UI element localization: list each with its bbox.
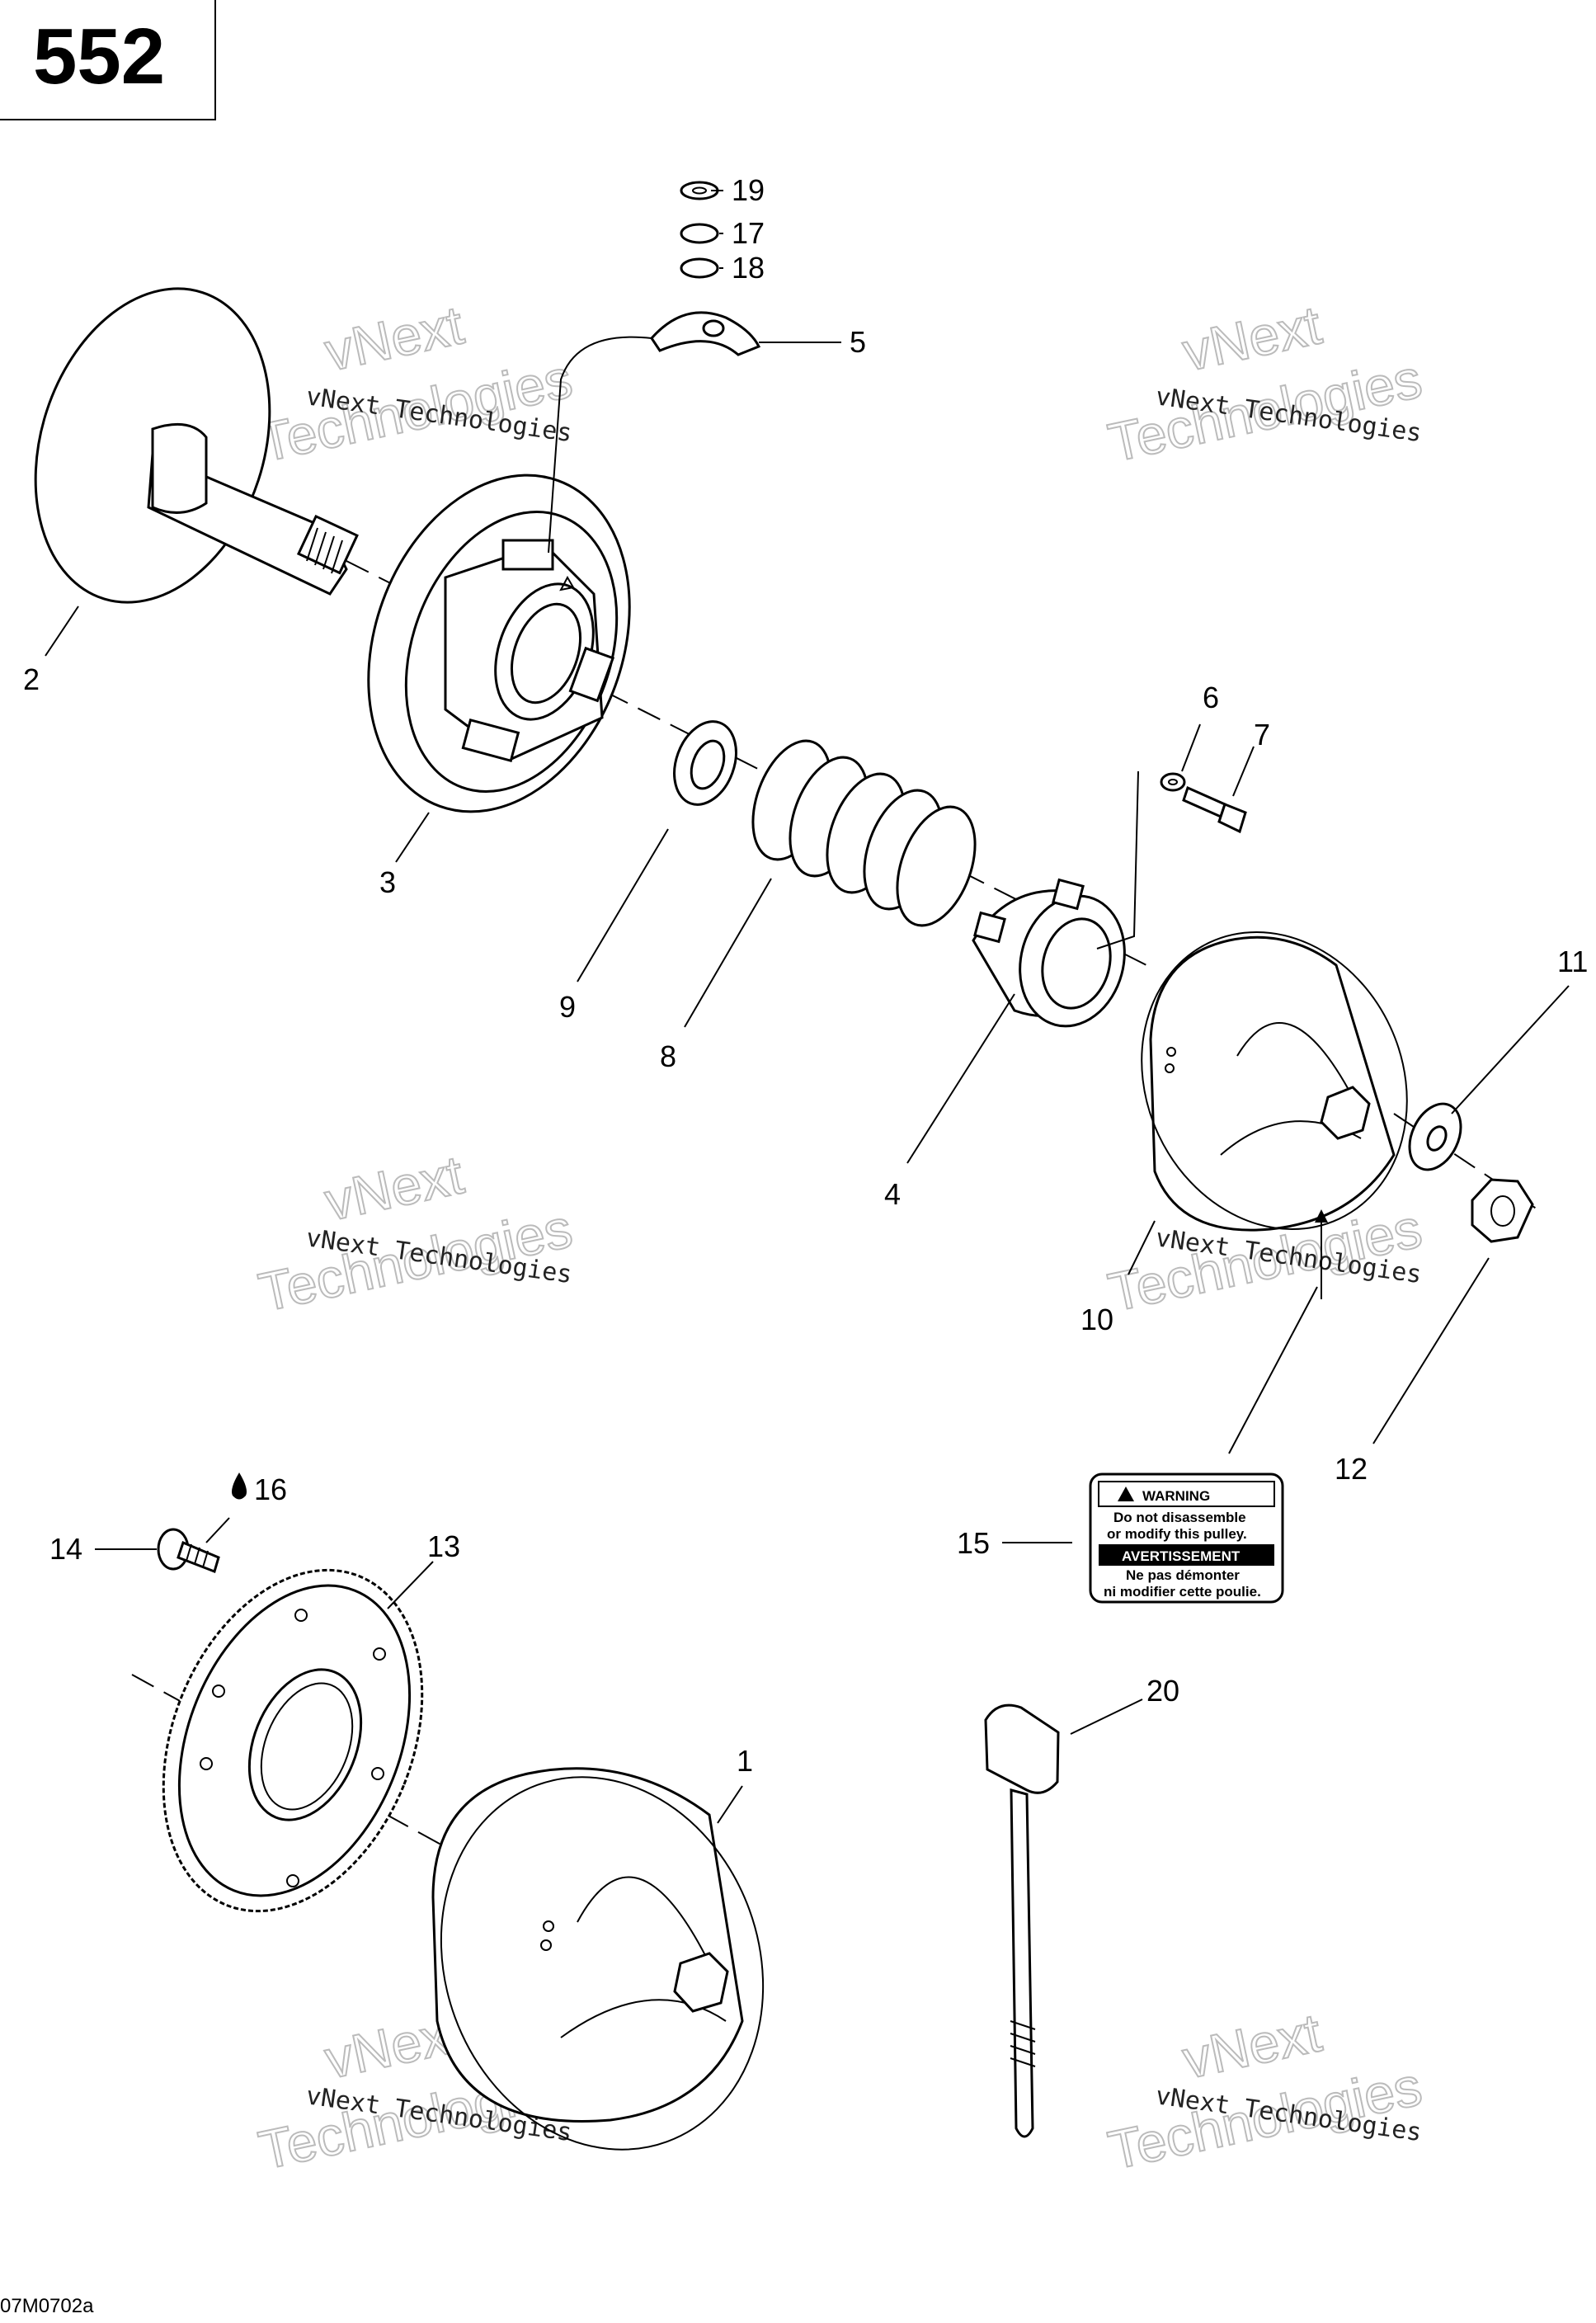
callout-6: 6 — [1203, 681, 1219, 714]
part-15-warning-label: WARNING Do not disassemble or modify thi… — [1089, 1472, 1284, 1604]
callout-16: 16 — [254, 1472, 287, 1506]
callout-9: 9 — [559, 990, 576, 1024]
svg-text:or modify this pulley.: or modify this pulley. — [1107, 1526, 1247, 1542]
watermark-bottom-right: vNext Technologies vNext Technologies — [1103, 2000, 1428, 2181]
svg-text:Do not disassemble: Do not disassemble — [1113, 1510, 1246, 1525]
callout-3: 3 — [379, 865, 396, 899]
callout-7: 7 — [1254, 718, 1270, 752]
callout-8: 8 — [660, 1039, 676, 1073]
callout-20: 20 — [1146, 1674, 1179, 1708]
watermark-top-right: vNext Technologies vNext Technologies — [1103, 293, 1428, 474]
part-18-disc — [680, 257, 719, 279]
part-20-bolt — [984, 1703, 1060, 2138]
callout-5: 5 — [850, 325, 866, 359]
callout-18: 18 — [732, 251, 765, 285]
callout-19: 19 — [732, 173, 765, 207]
callout-12: 12 — [1335, 1452, 1368, 1486]
page-number-box: 552 — [0, 0, 216, 120]
callout-1: 1 — [737, 1744, 753, 1778]
part-6-washer — [1160, 772, 1186, 792]
part-4-spider — [972, 878, 1126, 1028]
callout-17: 17 — [732, 216, 765, 250]
part-10-sheave-cover — [1141, 931, 1408, 1232]
page-number: 552 — [33, 12, 166, 101]
svg-text:ni modifier cette poulie.: ni modifier cette poulie. — [1104, 1584, 1261, 1600]
part-11-washer — [1408, 1102, 1462, 1171]
drop-icon — [232, 1472, 247, 1500]
callout-15: 15 — [957, 1526, 990, 1560]
callout-10: 10 — [1080, 1303, 1113, 1336]
part-3-movable-sheave — [367, 474, 631, 813]
callout-13: 13 — [427, 1529, 460, 1563]
svg-text:vNext: vNext — [320, 1143, 468, 1232]
watermark-top-left: vNext Technologies vNext Technologies — [253, 293, 578, 474]
avertissement-heading: AVERTISSEMENT — [1122, 1548, 1241, 1564]
part-1-sheave — [431, 1767, 765, 2151]
drawing-reference-code: 07M0702a — [0, 2295, 94, 2317]
leader-lines — [45, 190, 1570, 1824]
callout-14: 14 — [49, 1532, 82, 1566]
svg-text:vNext: vNext — [1178, 294, 1326, 382]
part-12-nut — [1471, 1178, 1534, 1243]
warning-heading: WARNING — [1142, 1488, 1210, 1504]
part-13-ring-gear — [162, 1568, 424, 1913]
part-8-spring — [751, 739, 977, 927]
watermark-mid-left: vNext Technologies vNext Technologies — [253, 1143, 578, 1323]
part-9-washer — [673, 720, 737, 806]
callout-11: 11 — [1557, 945, 1588, 978]
part-17-disc — [680, 223, 719, 244]
part-7-screw — [1096, 770, 1247, 949]
svg-text:vNext: vNext — [320, 294, 468, 382]
svg-text:Ne pas démonter: Ne pas démonter — [1126, 1567, 1240, 1583]
svg-text:vNext: vNext — [1178, 2001, 1326, 2090]
callout-4: 4 — [884, 1177, 901, 1211]
part-2-fixed-sheave — [34, 287, 359, 604]
part-14-screw — [157, 1528, 220, 1573]
callout-2: 2 — [23, 662, 40, 696]
part-5-slider-shoe — [548, 311, 761, 554]
